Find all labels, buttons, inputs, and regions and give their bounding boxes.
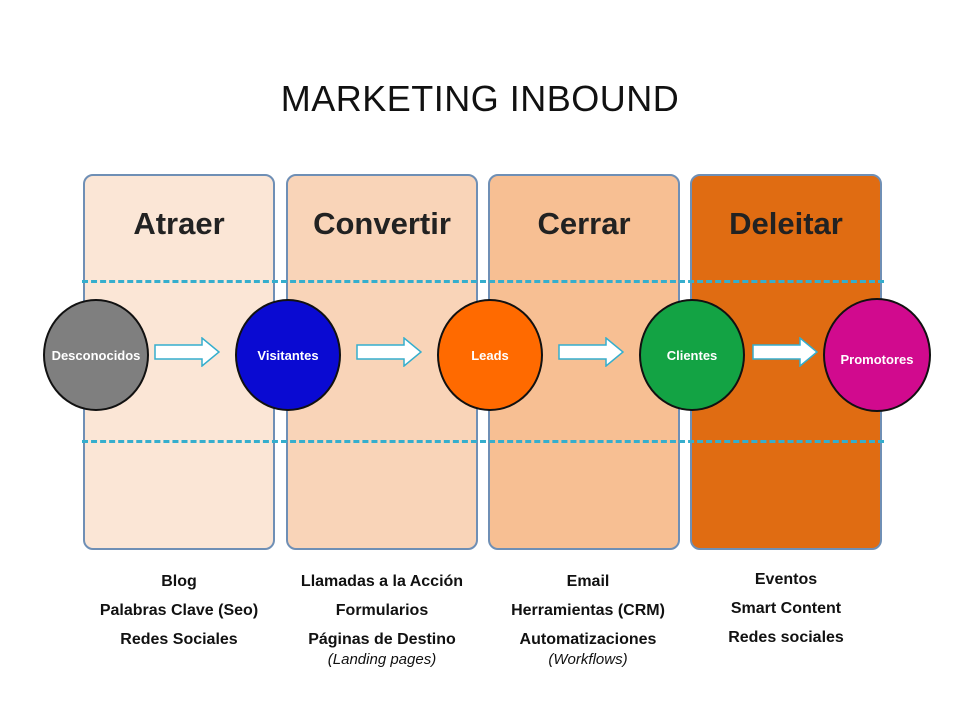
tool-item: Herramientas (CRM) [511, 602, 665, 619]
tool-item: Automatizaciones [519, 631, 657, 648]
node-label: Leads [471, 347, 509, 363]
tool-item: Páginas de Destino [308, 631, 456, 648]
arrow-right-icon [154, 337, 220, 367]
dashed-line-bottom [82, 440, 884, 443]
tools-delight: Eventos Smart Content Redes sociales [686, 565, 886, 652]
node-visitors: Visitantes [235, 299, 341, 411]
tool-item: Redes sociales [728, 629, 844, 646]
node-customers: Clientes [639, 299, 745, 411]
tool-subnote: (Workflows) [548, 651, 628, 668]
node-unknowns: Desconocidos [43, 299, 149, 411]
arrow-right-icon [752, 337, 818, 367]
tool-subnote: (Landing pages) [327, 651, 437, 668]
tools-convert: Llamadas a la Acción Formularios Páginas… [282, 567, 482, 667]
node-label: Clientes [666, 347, 718, 363]
arrow-right-icon [558, 337, 624, 367]
node-label: Desconocidos [51, 347, 141, 363]
tool-item: Email [566, 573, 610, 590]
stage-title: Convertir [313, 206, 451, 241]
tool-item: Redes Sociales [120, 631, 238, 648]
node-label: Promotores [840, 351, 914, 367]
tools-attract: Blog Palabras Clave (Seo) Redes Sociales [79, 567, 279, 654]
stage-title: Atraer [133, 206, 225, 241]
stage-title: Deleitar [729, 206, 843, 241]
diagram-title: MARKETING INBOUND [280, 78, 680, 119]
node-promoters: Promotores [823, 298, 931, 412]
tool-item: Blog [161, 573, 197, 590]
tool-item: Palabras Clave (Seo) [99, 602, 259, 619]
node-leads: Leads [437, 299, 543, 411]
tool-item: Eventos [754, 571, 818, 588]
tools-close: Email Herramientas (CRM) Automatizacione… [488, 567, 688, 667]
stage-title: Cerrar [537, 206, 631, 241]
arrow-right-icon [356, 337, 422, 367]
tool-item: Llamadas a la Acción [300, 573, 464, 590]
tool-item: Smart Content [730, 600, 842, 617]
dashed-line-top [82, 280, 884, 283]
tool-item: Formularios [335, 602, 429, 619]
node-label: Visitantes [257, 347, 319, 363]
